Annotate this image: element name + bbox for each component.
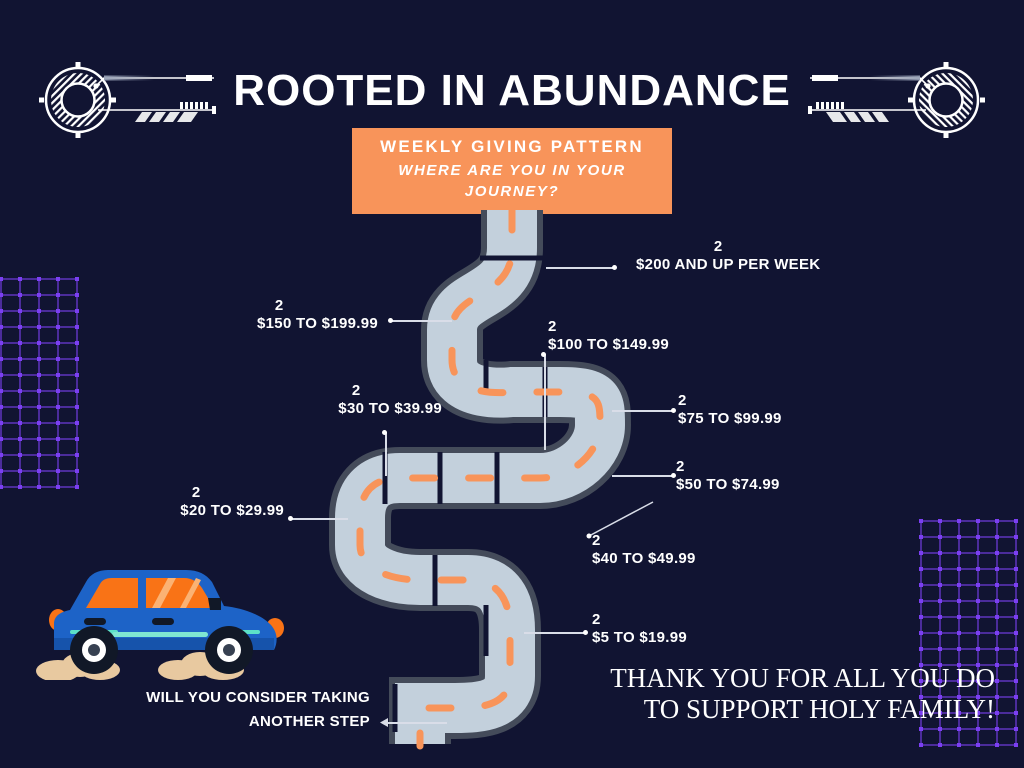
subtitle-badge: WEEKLY GIVING PATTERN WHERE ARE YOU IN Y…	[352, 128, 672, 214]
leader-dot-75	[671, 408, 676, 413]
stop-label-150: 2 $150 TO $199.99	[180, 297, 378, 334]
leader-line-40	[586, 501, 654, 539]
stop-label-5: 2 $5 TO $19.99	[592, 611, 687, 648]
leader-line-150	[390, 320, 452, 322]
stop-label-50: 2 $50 TO $74.99	[676, 458, 780, 495]
leader-dot-20	[288, 516, 293, 521]
hud-ornament-left	[39, 62, 216, 138]
leader-line-200	[546, 267, 614, 269]
stop-amount: $150 TO $199.99	[257, 315, 378, 332]
decorative-grid-left	[0, 276, 80, 490]
road-center-dashes	[356, 204, 604, 750]
stop-amount: $200 AND UP PER WEEK	[636, 256, 821, 273]
thank-you-text: THANK YOU FOR ALL YOU DO TO SUPPORT HOLY…	[610, 663, 995, 724]
stop-label-20: 2 $20 TO $29.99	[108, 484, 284, 521]
leader-line-step	[385, 722, 447, 724]
stop-count: 2	[678, 392, 687, 409]
stop-amount: $20 TO $29.99	[180, 502, 284, 519]
leader-dot-5	[583, 630, 588, 635]
stop-label-30: 2 $30 TO $39.99	[270, 382, 442, 419]
leader-dot-50	[671, 473, 676, 478]
stop-label-75: 2 $75 TO $99.99	[678, 392, 782, 429]
subtitle-line-1: WEEKLY GIVING PATTERN	[380, 137, 644, 156]
stop-amount: $40 TO $49.99	[592, 550, 696, 567]
leader-dot-200	[612, 265, 617, 270]
stop-label-200: 2 $200 AND UP PER WEEK	[636, 238, 820, 275]
stop-count: 2	[713, 238, 723, 255]
subtitle-line-2: WHERE ARE YOU IN YOUR JOURNEY?	[398, 162, 626, 200]
leader-line-75	[612, 410, 674, 412]
stop-count: 2	[274, 297, 284, 314]
stop-count: 2	[191, 484, 201, 501]
consider-step-text: WILL YOU CONSIDER TAKING ANOTHER STEP	[146, 689, 370, 730]
car-wheel-rear	[70, 626, 118, 674]
leader-line-5	[524, 632, 586, 634]
stop-amount: $30 TO $39.99	[338, 400, 442, 417]
leader-line-20	[290, 518, 348, 520]
stop-amount: $75 TO $99.99	[678, 410, 782, 427]
stop-count: 2	[548, 318, 557, 335]
car-wheel-front	[205, 626, 253, 674]
leader-arrow-step	[380, 718, 388, 727]
leader-dot-150	[388, 318, 393, 323]
leader-line-100	[544, 354, 546, 450]
leader-line-30	[385, 432, 387, 476]
stop-amount: $50 TO $74.99	[676, 476, 780, 493]
stop-count: 2	[676, 458, 685, 475]
stop-count: 2	[592, 532, 601, 549]
decorative-grid-right	[918, 518, 1024, 750]
stop-amount: $5 TO $19.99	[592, 629, 688, 646]
leader-dot-100	[541, 352, 546, 357]
car-window-rear	[86, 578, 138, 608]
leader-dot-30	[382, 430, 387, 435]
hud-ornament-right	[808, 62, 985, 138]
stop-label-100: 2 $100 TO $149.99	[548, 318, 669, 355]
leader-line-50	[612, 475, 674, 477]
stop-count: 2	[592, 611, 601, 628]
stop-count: 2	[351, 382, 361, 399]
car-illustration	[36, 570, 284, 680]
stop-amount: $100 TO $149.99	[548, 336, 669, 353]
stop-label-40: 2 $40 TO $49.99	[592, 532, 696, 569]
page-title: ROOTED IN ABUNDANCE	[233, 66, 791, 115]
